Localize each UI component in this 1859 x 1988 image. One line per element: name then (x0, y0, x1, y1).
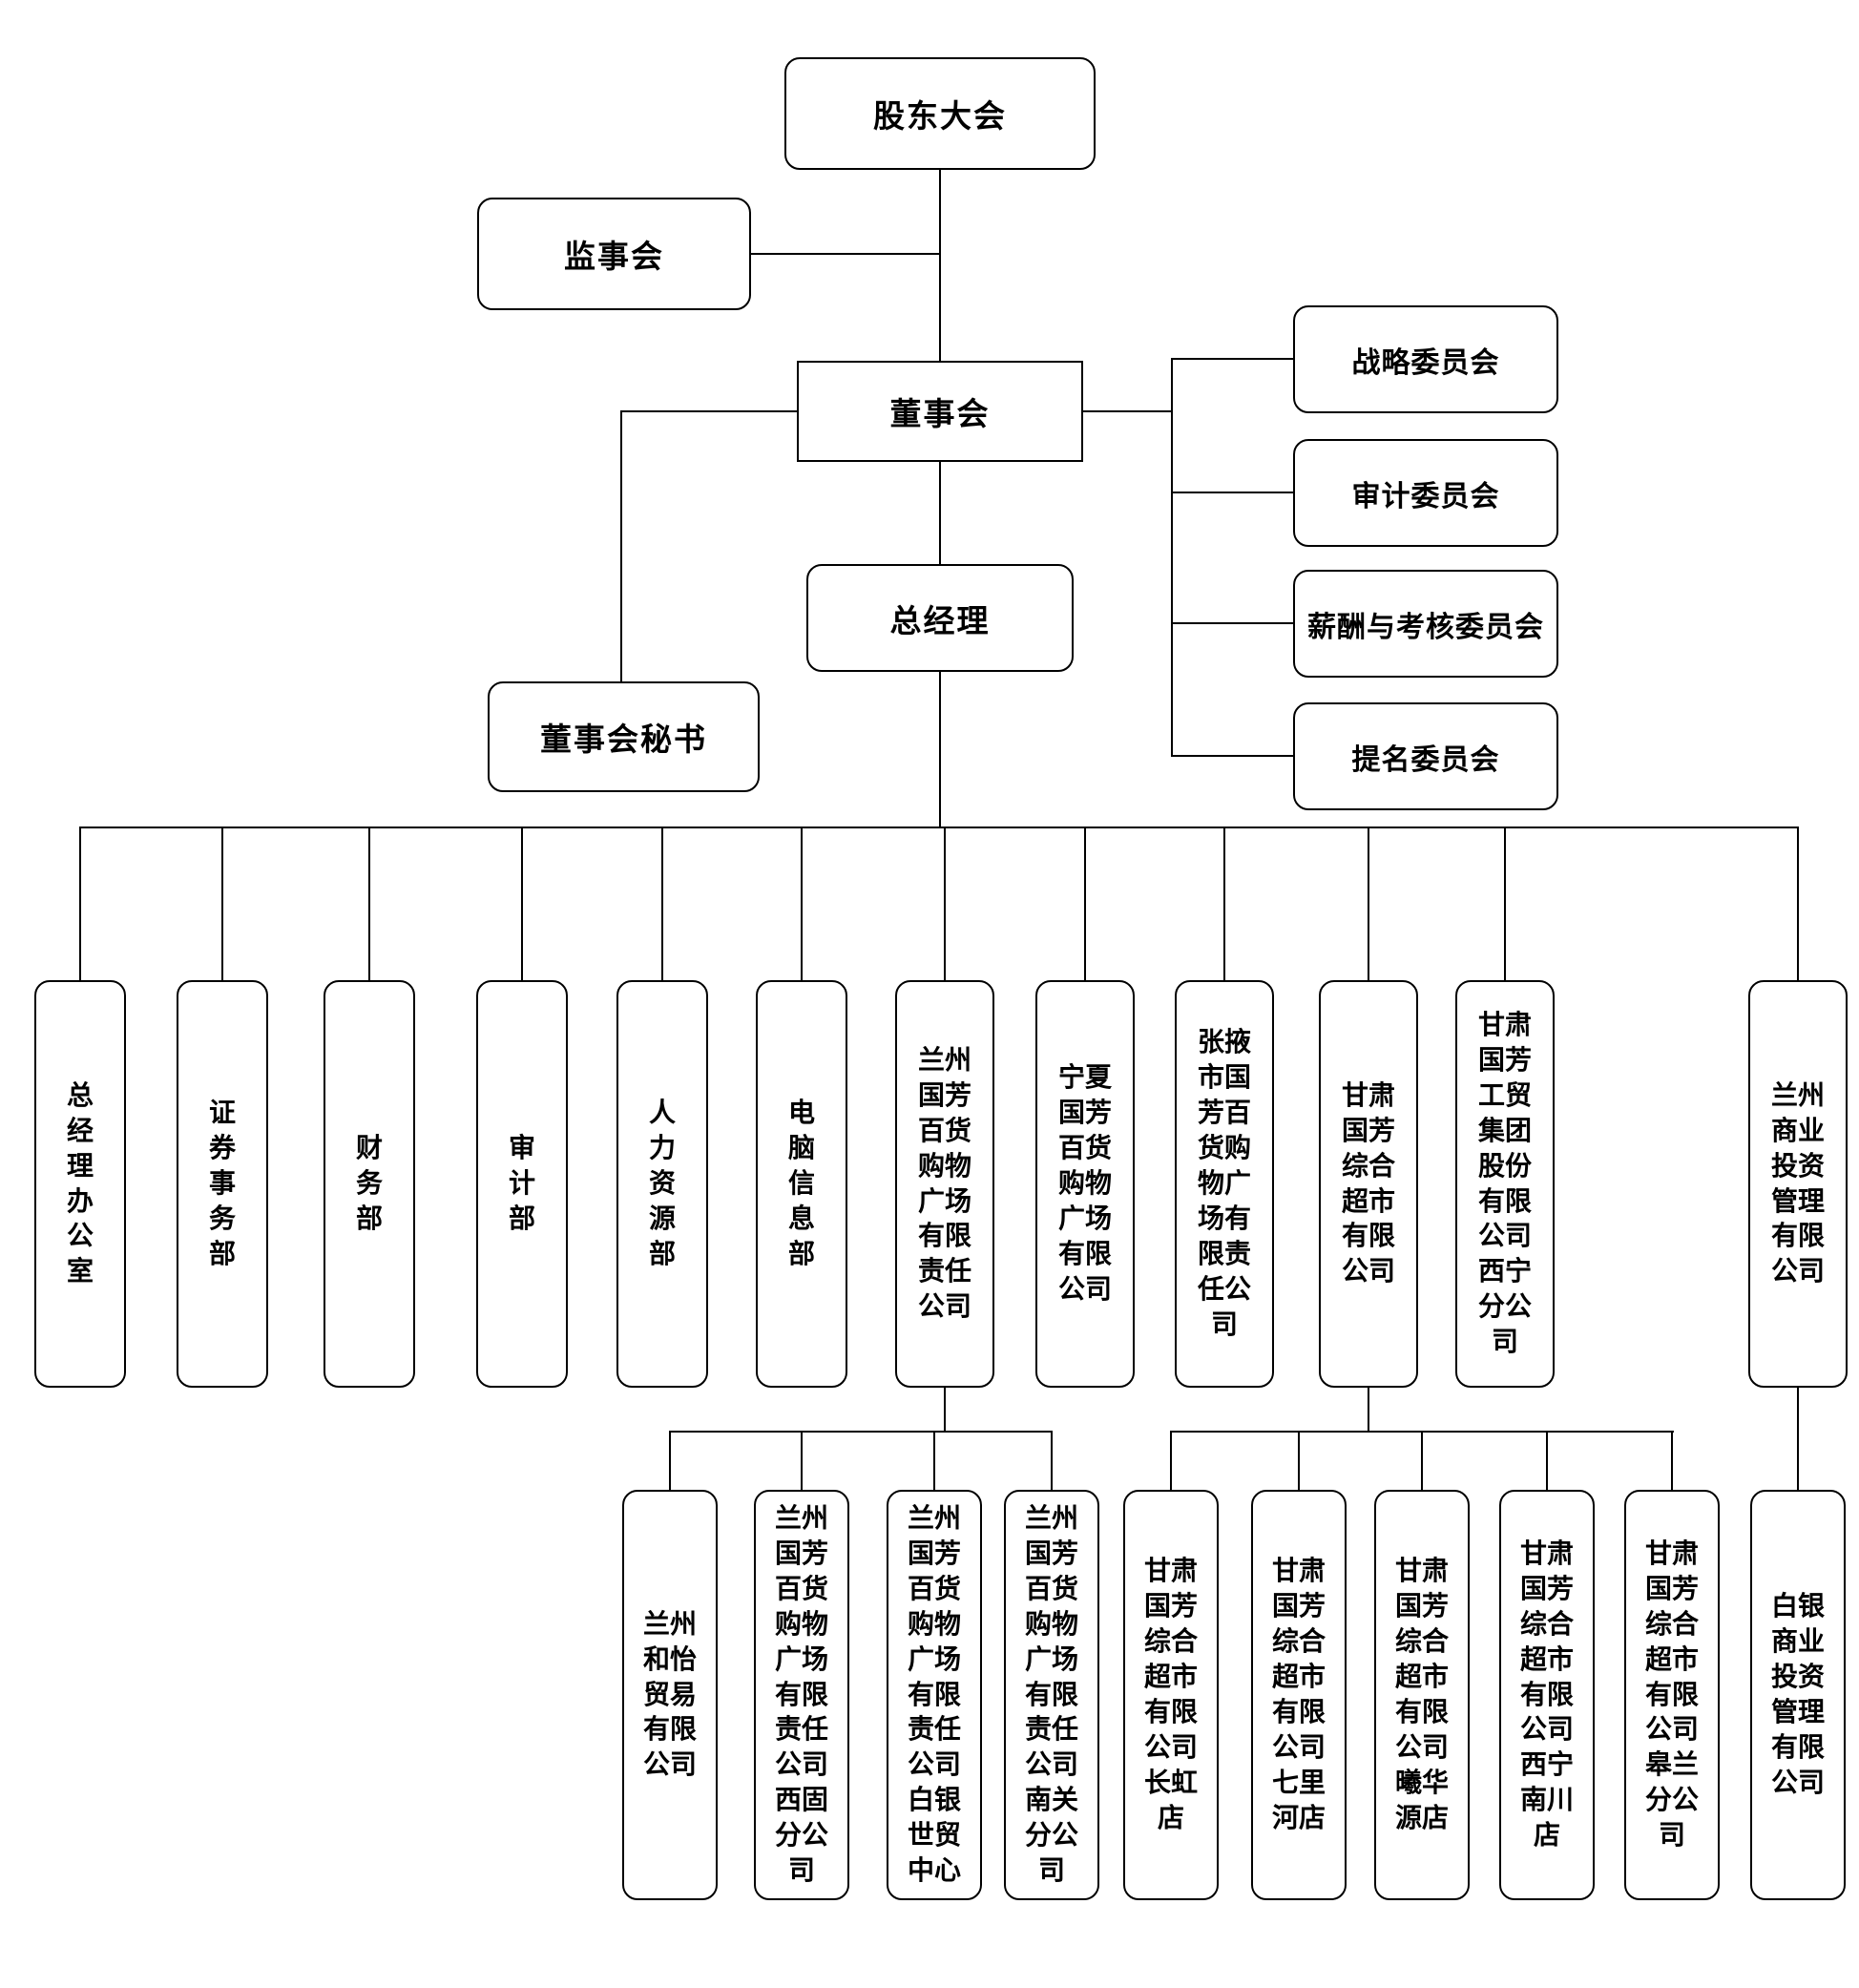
branch-dept-store-2-label: 兰州国芳百货购物广场有限责任公司白银世贸中心 (907, 1502, 961, 1886)
node-general-manager: 总经理 (806, 564, 1074, 672)
branch-supermarket-0-label: 甘肃国芳综合超市有限公司长虹店 (1143, 1556, 1198, 1832)
connector-line (933, 1431, 935, 1490)
node-supervisory-board: 监事会 (477, 198, 751, 310)
connector-line (939, 462, 941, 564)
connector-line (801, 1431, 803, 1490)
connector-line (1051, 1431, 1053, 1490)
branch-supermarket-1-label: 甘肃国芳综合超市有限公司七里河店 (1271, 1556, 1326, 1832)
branch-supermarket-4: 甘肃国芳综合超市有限公司皋兰分公司 (1624, 1490, 1720, 1900)
node-board-secretary: 董事会秘书 (488, 681, 760, 792)
connector-line (620, 410, 622, 681)
connector-line (801, 827, 803, 980)
node-board-of-directors: 董事会 (797, 361, 1083, 462)
branch-dept-store-3-label: 兰州国芳百货购物广场有限责任公司南关分公司 (1024, 1502, 1078, 1886)
branch-supermarket-2: 甘肃国芳综合超市有限公司曦华源店 (1374, 1490, 1470, 1900)
branch-supermarket-3-label: 甘肃国芳综合超市有限公司西宁南川店 (1519, 1538, 1574, 1851)
connector-line (944, 1388, 946, 1433)
org-unit-gm-office-label: 总经理办公室 (66, 1079, 94, 1287)
branch-investment-0: 白银商业投资管理有限公司 (1750, 1490, 1846, 1900)
branch-supermarket-1: 甘肃国芳综合超市有限公司七里河店 (1251, 1490, 1347, 1900)
org-unit-finance-dept-label: 财务部 (355, 1133, 383, 1233)
branch-dept-store-1-label: 兰州国芳百货购物广场有限责任公司西固分公司 (774, 1502, 828, 1886)
org-unit-ningxia-guofang-dept-store: 宁夏国芳百货购物广场有限公司 (1035, 980, 1135, 1388)
org-unit-xining-branch: 甘肃国芳工贸集团股份有限公司西宁分公司 (1455, 980, 1555, 1388)
org-unit-securities-affairs-dept: 证券事务部 (177, 980, 268, 1388)
org-unit-zhangye-guofang-dept-store: 张掖市国芳百货购物广场有限责任公司 (1175, 980, 1274, 1388)
branch-dept-store-0-label: 兰州和怡贸易有限公司 (642, 1608, 697, 1780)
org-unit-audit-dept: 审计部 (476, 980, 568, 1388)
connector-line (1671, 1431, 1673, 1490)
node-remuneration-appraisal-committee: 薪酬与考核委员会 (1293, 570, 1558, 678)
org-unit-lanzhou-guofang-dept-store-label: 兰州国芳百货购物广场有限责任公司 (917, 1044, 971, 1322)
connector-line (1171, 358, 1293, 360)
connector-line (1171, 622, 1293, 624)
connector-line (1223, 827, 1225, 980)
node-audit-committee: 审计委员会 (1293, 439, 1558, 547)
org-unit-lanzhou-commercial-investment: 兰州商业投资管理有限公司 (1748, 980, 1848, 1388)
connector-line (79, 827, 1799, 828)
connector-line (621, 410, 797, 412)
node-nomination-committee: 提名委员会 (1293, 702, 1558, 810)
branch-supermarket-4-label: 甘肃国芳综合超市有限公司皋兰分公司 (1644, 1538, 1699, 1851)
connector-line (1797, 1388, 1799, 1490)
org-unit-securities-affairs-dept-label: 证券事务部 (208, 1098, 236, 1268)
org-unit-lanzhou-commercial-investment-label: 兰州商业投资管理有限公司 (1770, 1079, 1825, 1287)
org-unit-hr-dept: 人力资源部 (616, 980, 708, 1388)
connector-line (669, 1431, 671, 1490)
org-unit-zhangye-guofang-dept-store-label: 张掖市国芳百货购物广场有限责任公司 (1197, 1027, 1251, 1339)
org-unit-gansu-guofang-supermarket: 甘肃国芳综合超市有限公司 (1319, 980, 1418, 1388)
connector-line (751, 253, 939, 255)
org-unit-computer-info-dept-label: 电脑信息部 (787, 1098, 815, 1268)
branch-dept-store-3: 兰州国芳百货购物广场有限责任公司南关分公司 (1004, 1490, 1099, 1900)
branch-supermarket-2-label: 甘肃国芳综合超市有限公司曦华源店 (1394, 1556, 1449, 1832)
branch-investment-0-label: 白银商业投资管理有限公司 (1770, 1591, 1825, 1797)
branch-dept-store-1: 兰州国芳百货购物广场有限责任公司西固分公司 (754, 1490, 849, 1900)
org-unit-computer-info-dept: 电脑信息部 (756, 980, 847, 1388)
connector-line (1368, 1388, 1369, 1433)
branch-dept-store-2: 兰州国芳百货购物广场有限责任公司白银世贸中心 (887, 1490, 982, 1900)
branch-supermarket-0: 甘肃国芳综合超市有限公司长虹店 (1123, 1490, 1219, 1900)
branch-dept-store-0: 兰州和怡贸易有限公司 (622, 1490, 718, 1900)
connector-line (1504, 827, 1506, 980)
org-unit-hr-dept-label: 人力资源部 (648, 1098, 676, 1268)
connector-line (1368, 827, 1369, 980)
connector-line (521, 827, 523, 980)
org-unit-audit-dept-label: 审计部 (508, 1133, 535, 1233)
connector-line (79, 827, 81, 980)
connector-line (368, 827, 370, 980)
connector-line (1546, 1431, 1548, 1490)
org-unit-gm-office: 总经理办公室 (34, 980, 126, 1388)
org-unit-xining-branch-label: 甘肃国芳工贸集团股份有限公司西宁分公司 (1477, 1009, 1532, 1357)
connector-line (661, 827, 663, 980)
connector-line (1797, 827, 1799, 980)
connector-line (1170, 1431, 1172, 1490)
connector-line (1171, 358, 1173, 757)
connector-line (1084, 827, 1086, 980)
connector-line (221, 827, 223, 980)
org-unit-gansu-guofang-supermarket-label: 甘肃国芳综合超市有限公司 (1341, 1079, 1395, 1287)
connector-line (944, 827, 946, 980)
connector-line (1083, 410, 1173, 412)
org-unit-finance-dept: 财务部 (324, 980, 415, 1388)
node-shareholders-meeting: 股东大会 (784, 57, 1096, 170)
connector-line (939, 170, 941, 361)
connector-line (1171, 755, 1293, 757)
connector-line (669, 1431, 1053, 1433)
connector-line (1171, 492, 1293, 493)
node-strategy-committee: 战略委员会 (1293, 305, 1558, 413)
connector-line (939, 672, 941, 828)
branch-supermarket-3: 甘肃国芳综合超市有限公司西宁南川店 (1499, 1490, 1595, 1900)
connector-line (1421, 1431, 1423, 1490)
org-unit-ningxia-guofang-dept-store-label: 宁夏国芳百货购物广场有限公司 (1057, 1062, 1112, 1304)
connector-line (1298, 1431, 1300, 1490)
org-unit-lanzhou-guofang-dept-store: 兰州国芳百货购物广场有限责任公司 (895, 980, 994, 1388)
